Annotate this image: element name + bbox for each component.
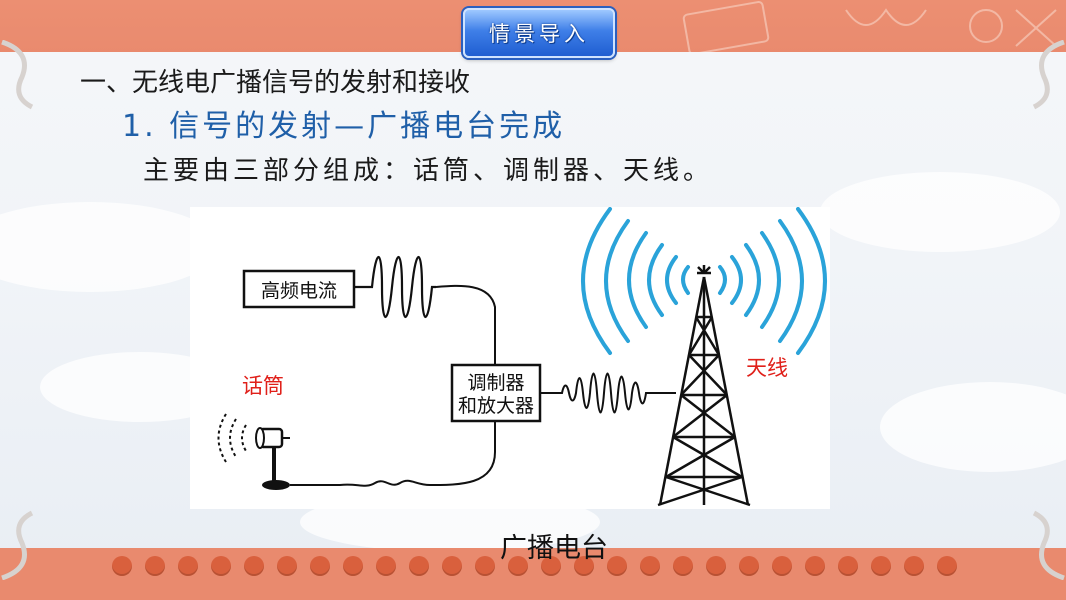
modulator-box xyxy=(450,363,542,423)
bottom-decor-band xyxy=(0,548,1066,600)
microphone-icon xyxy=(217,413,290,490)
border-dot xyxy=(607,556,627,576)
hf-current-label: 高频电流 xyxy=(261,280,337,302)
dot-border xyxy=(0,556,1066,578)
modulator-label-line1: 调制器 xyxy=(467,372,524,394)
subsection-heading: 1. 信号的发射—广播电台完成 xyxy=(122,109,566,144)
border-dot xyxy=(409,556,429,576)
border-dot xyxy=(343,556,363,576)
border-dot xyxy=(673,556,693,576)
border-dot xyxy=(541,556,561,576)
border-dot xyxy=(244,556,264,576)
wire-mic-to-modulator xyxy=(290,421,496,487)
border-dot xyxy=(475,556,495,576)
border-dot xyxy=(904,556,924,576)
border-dot xyxy=(640,556,660,576)
border-dot xyxy=(574,556,594,576)
section-banner-title: 情景导入 xyxy=(489,22,589,46)
border-dot xyxy=(178,556,198,576)
broadcast-diagram: 高频电流 调制器 和放大器 话筒 天线 xyxy=(190,207,830,509)
signal-waves-icon xyxy=(581,207,827,355)
border-dot xyxy=(112,556,132,576)
border-dot xyxy=(376,556,396,576)
section-heading: 一、无线电广播信号的发射和接收 xyxy=(80,68,471,98)
border-dot xyxy=(508,556,528,576)
modulated-wave xyxy=(540,372,676,414)
mic-label: 话筒 xyxy=(242,374,284,398)
border-dot xyxy=(211,556,231,576)
border-dot xyxy=(739,556,759,576)
wire-hf-to-modulator xyxy=(435,284,496,365)
section-banner: 情景导入 xyxy=(463,8,615,58)
border-dot xyxy=(145,556,165,576)
border-dot xyxy=(805,556,825,576)
broadcast-diagram-svg: 高频电流 调制器 和放大器 话筒 天线 xyxy=(217,207,827,507)
antenna-label: 天线 xyxy=(746,356,788,380)
border-dot xyxy=(277,556,297,576)
border-dot xyxy=(838,556,858,576)
corner-ornament-bottom-right xyxy=(1032,510,1065,580)
corner-ornament-right xyxy=(1032,40,1065,110)
corner-ornament-bottom-left xyxy=(1,510,34,580)
hf-current-box xyxy=(242,269,356,309)
corner-ornament-left xyxy=(1,40,34,110)
hf-coil xyxy=(354,255,436,319)
modulator-label-line2: 和放大器 xyxy=(458,395,534,417)
diagram-caption: 广播电台 xyxy=(500,533,608,564)
border-dot xyxy=(310,556,330,576)
border-dot xyxy=(937,556,957,576)
border-dot xyxy=(871,556,891,576)
stamp-decoration xyxy=(682,0,1057,56)
border-dot xyxy=(442,556,462,576)
body-text: 主要由三部分组成：话筒、调制器、天线。 xyxy=(143,156,714,186)
border-dot xyxy=(772,556,792,576)
border-dot xyxy=(706,556,726,576)
antenna-tower-icon xyxy=(657,265,751,507)
